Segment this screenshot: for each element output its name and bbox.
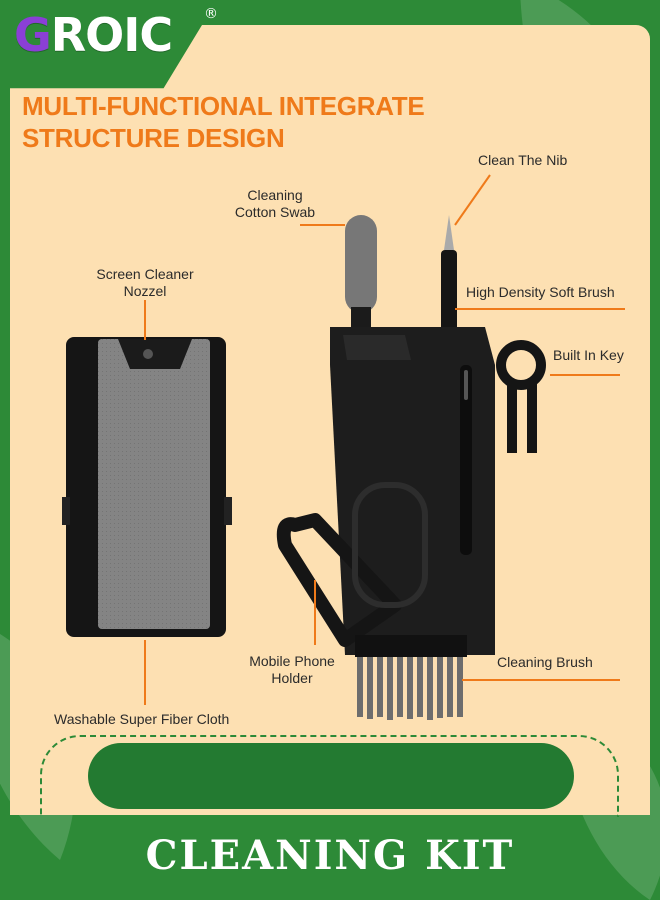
label-line: Cotton Swab — [234, 204, 316, 220]
headline-line-1: MULTI-FUNCTIONAL INTEGRATE — [22, 91, 425, 121]
label-mobile-phone-holder: Mobile Phone Holder — [236, 653, 348, 687]
label-line: Mobile Phone — [249, 653, 335, 669]
label-line: Holder — [271, 670, 313, 686]
label-washable-super-fiber-cloth: Washable Super Fiber Cloth — [54, 711, 230, 727]
label-line: Screen Cleaner — [96, 266, 194, 282]
label-screen-cleaner-nozzel: Screen Cleaner Nozzel — [85, 266, 205, 300]
label-cleaning-cotton-swab: Cleaning Cotton Swab — [220, 187, 330, 221]
headline-line-2: STRUCTURE DESIGN — [22, 123, 285, 153]
screen-cleaner-image — [62, 337, 232, 637]
headline: MULTI-FUNCTIONAL INTEGRATE STRUCTURE DES… — [22, 90, 462, 154]
label-clean-the-nib: Clean The Nib — [478, 152, 568, 168]
cleaning-kit-image — [276, 215, 546, 720]
label-line: Cleaning — [247, 187, 303, 203]
label-line: Nozzel — [123, 283, 167, 299]
bottom-banner — [88, 743, 574, 809]
registered-mark: ® — [204, 6, 218, 22]
dashed-border — [40, 735, 619, 817]
label-high-density-soft-brush: High Density Soft Brush — [466, 284, 615, 300]
label-cleaning-brush: Cleaning Brush — [497, 654, 593, 670]
product-title: CLEANING KIT — [145, 832, 515, 879]
label-built-in-key: Built In Key — [553, 347, 624, 363]
brand-logo: GROIC — [14, 8, 173, 62]
